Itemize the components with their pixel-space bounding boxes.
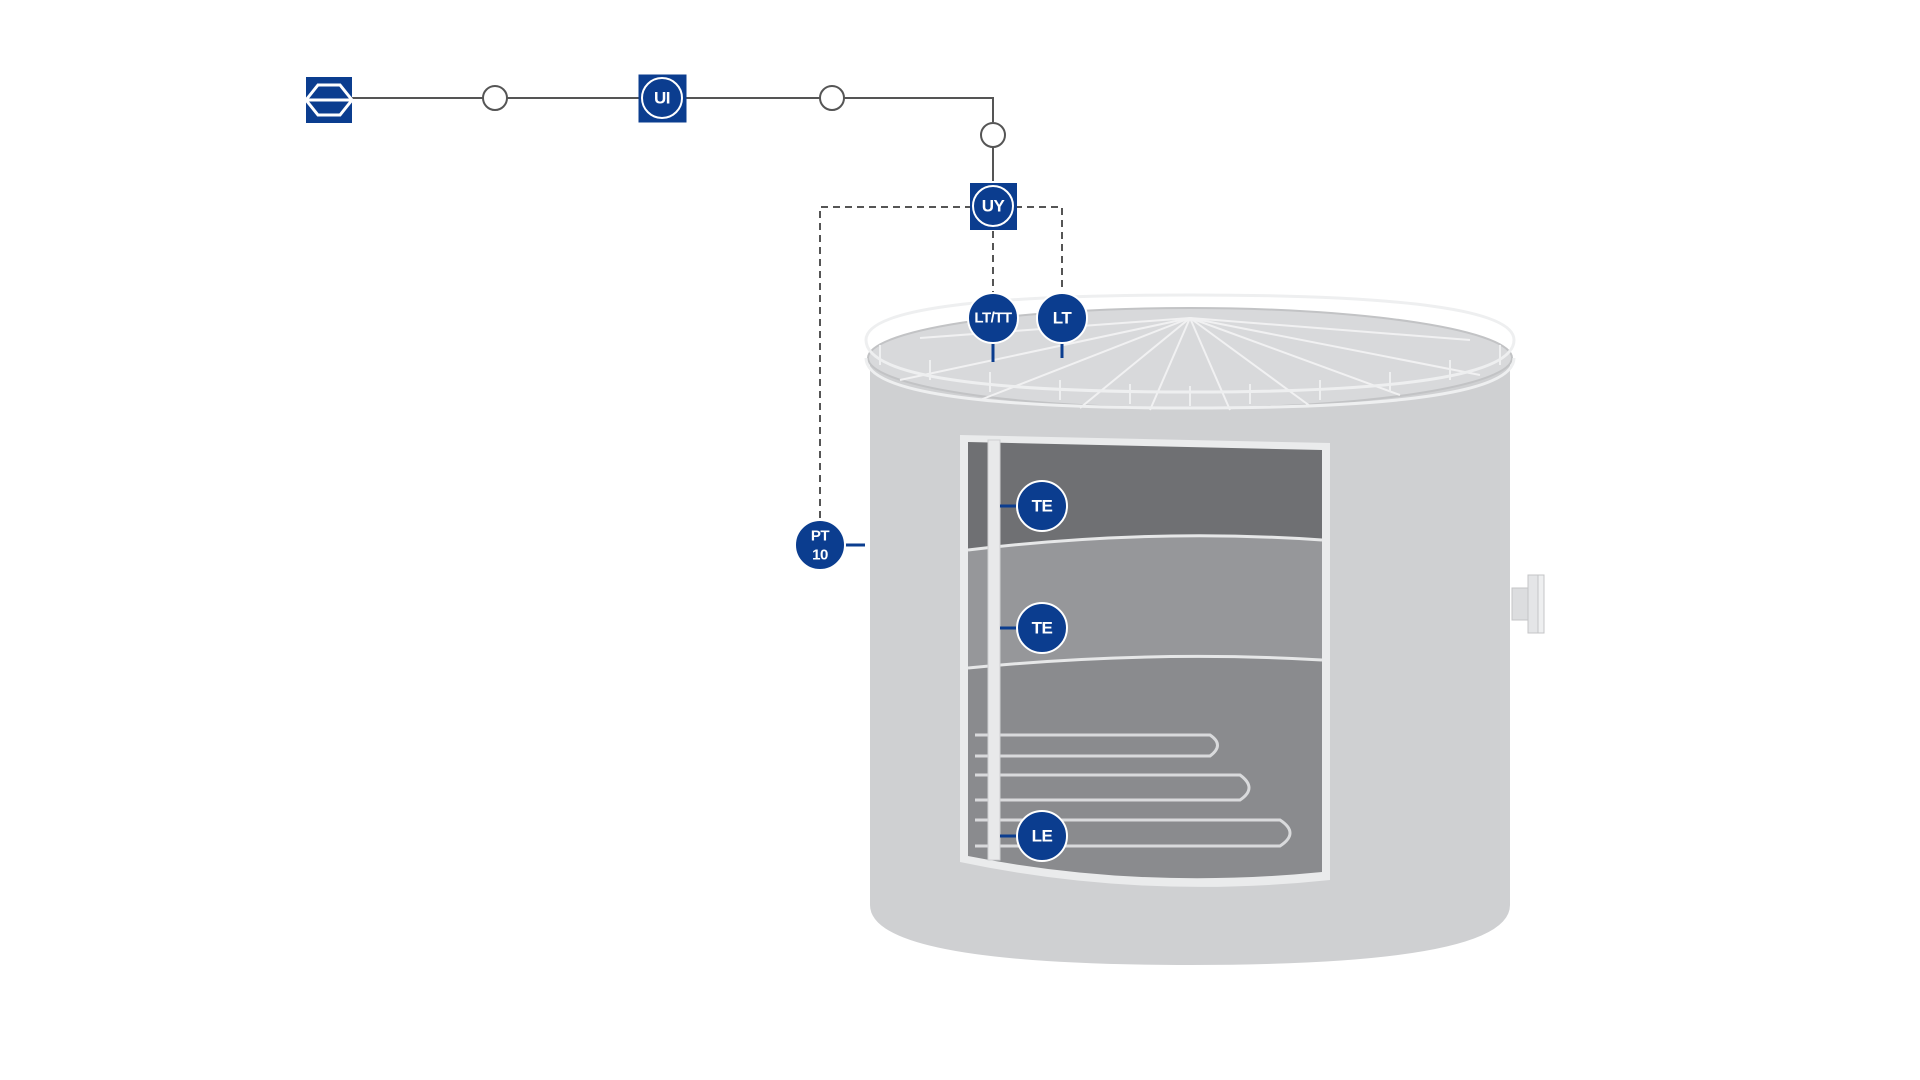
tag-ui[interactable]: UI: [638, 74, 687, 123]
tag-ui-label: UI: [654, 89, 670, 108]
tag-te-upper[interactable]: TE: [1016, 480, 1068, 532]
host-system-icon[interactable]: [304, 77, 354, 123]
tag-lt-tt[interactable]: LT/TT: [967, 292, 1019, 344]
tag-lt-tt-label: LT/TT: [974, 310, 1012, 327]
roof-ribs: [899, 317, 1481, 411]
tag-pt-label: PT: [811, 528, 830, 545]
tag-te-lower[interactable]: TE: [1016, 602, 1068, 654]
tag-lt-label: LT: [1053, 309, 1073, 328]
level-probe: [987, 439, 1001, 861]
tag-uy[interactable]: UY: [970, 183, 1017, 230]
tag-te-upper-label: TE: [1032, 497, 1053, 516]
tag-le[interactable]: LE: [1016, 810, 1068, 862]
tag-pt[interactable]: PT 10: [794, 519, 846, 571]
side-nozzle: [1511, 574, 1545, 634]
junction-node-2: [819, 85, 845, 111]
tank-cutaway: [960, 435, 1330, 887]
storage-tank: [864, 293, 1545, 965]
dashed-line-uy-pt: [819, 206, 972, 528]
tag-uy-label: UY: [982, 197, 1006, 216]
tag-pt-number: 10: [812, 547, 828, 564]
junction-nodes: [482, 85, 1006, 148]
junction-node-1: [482, 85, 508, 111]
railing-posts: [879, 345, 1501, 406]
dashed-line-uy-lt: [1015, 206, 1063, 295]
tag-le-label: LE: [1032, 827, 1053, 846]
bus-line-to-uy: [843, 97, 994, 122]
heating-coils: [975, 733, 1292, 848]
junction-node-3: [980, 122, 1006, 148]
tag-te-lower-label: TE: [1032, 619, 1053, 638]
dashed-signal-lines: [819, 206, 1063, 528]
tag-lt[interactable]: LT: [1036, 292, 1088, 344]
